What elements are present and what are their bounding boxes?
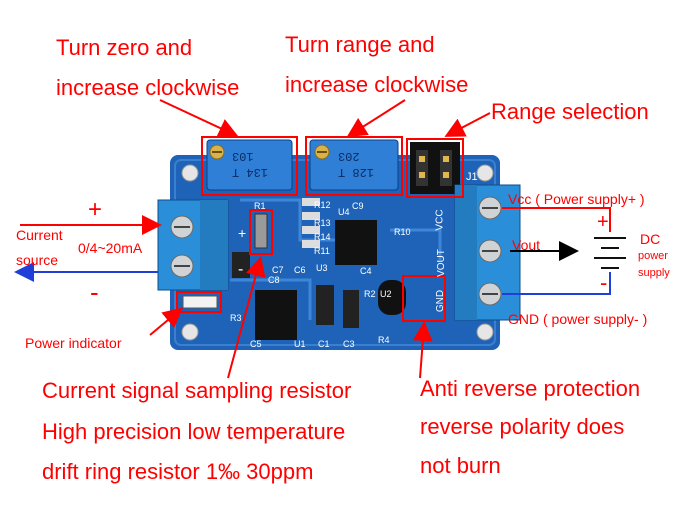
sampling-resistor-line3: drift ring resistor 1‰ 30ppm [42, 459, 314, 484]
silk-r4: R4 [378, 335, 390, 345]
gnd-label: GND ( power supply- ) [508, 311, 648, 327]
range-label-line2: increase clockwise [285, 72, 469, 97]
silk-u3: U3 [316, 263, 328, 273]
silk-r1: R1 [254, 201, 266, 211]
potentiometer-zero[interactable] [206, 139, 293, 191]
anti-reverse-line3: not burn [420, 453, 501, 478]
silk-r11: R11 [314, 246, 330, 256]
dc-plus-sign: + [597, 211, 609, 233]
ic-chips [232, 198, 406, 340]
dc-sub-line2: supply [638, 267, 670, 279]
header-label: J1 [466, 171, 478, 183]
anti-reverse-line2: reverse polarity does [420, 414, 625, 439]
annotation-arrows [149, 99, 491, 379]
silk-c3: C3 [343, 339, 355, 349]
sampling-resistor-line2: High precision low temperature [42, 419, 346, 444]
current-source-line1: Current [16, 227, 63, 243]
board-plus-sign: + [238, 225, 247, 241]
dc-label: DC [640, 231, 661, 247]
output-terminal-block[interactable] [454, 184, 521, 321]
current-source-line2: source [16, 252, 59, 268]
silk-c1: C1 [318, 339, 330, 349]
anti-reverse-line1: Anti reverse protection [420, 376, 641, 401]
vcc-label: Vcc ( Power supply+ ) [508, 191, 645, 207]
silk-c9: C9 [352, 201, 364, 211]
board-minus-sign: - [238, 261, 244, 278]
pot1-code: 103 [232, 149, 254, 163]
silk-c8: C8 [268, 275, 280, 285]
potentiometer-range[interactable] [309, 139, 399, 191]
output-wires [502, 207, 611, 295]
input-terminal-block[interactable] [157, 199, 229, 291]
silk-u2: U2 [380, 289, 392, 299]
silk-c7: C7 [272, 265, 284, 275]
silk-r2: R2 [364, 289, 376, 299]
input-range-label: 0/4~20mA [78, 240, 143, 256]
silk-r13: R13 [314, 218, 331, 228]
range-label-line1: Turn range and [285, 32, 435, 57]
pot1-code-2: 134 T [232, 165, 269, 179]
pot2-code: 203 [338, 149, 360, 163]
silk-u1: U1 [294, 339, 306, 349]
range-jumper-header[interactable] [410, 142, 460, 194]
dc-sub-line1: power [638, 250, 668, 262]
terminal-label-vout: VOUT [435, 249, 447, 277]
sampling-resistor-line1: Current signal sampling resistor [42, 378, 352, 403]
dc-minus-sign: - [600, 270, 608, 295]
terminal-label-gnd: GND [435, 289, 447, 313]
silk-u4: U4 [338, 207, 350, 217]
silk-c4: C4 [360, 266, 372, 276]
zero-label-line1: Turn zero and [56, 35, 193, 60]
input-minus-sign: - [90, 277, 99, 307]
silk-r3: R3 [230, 313, 242, 323]
silk-r14: R14 [314, 232, 331, 242]
silk-c6: C6 [294, 265, 306, 275]
range-selection-label: Range selection [491, 99, 649, 124]
input-plus-sign: + [88, 196, 103, 223]
power-indicator-label: Power indicator [25, 335, 122, 351]
vout-label: Vout [512, 237, 541, 253]
zero-label-line2: increase clockwise [56, 75, 240, 100]
terminal-label-vcc: VCC [434, 209, 446, 231]
silk-r12: R12 [314, 200, 331, 210]
silk-c5: C5 [250, 339, 262, 349]
pot1-code-line1: 103 [232, 149, 254, 163]
pot2-code-2: 128 T [338, 165, 375, 179]
silk-r10: R10 [394, 227, 411, 237]
power-indicator-led [182, 295, 218, 309]
battery-symbol [594, 237, 626, 269]
